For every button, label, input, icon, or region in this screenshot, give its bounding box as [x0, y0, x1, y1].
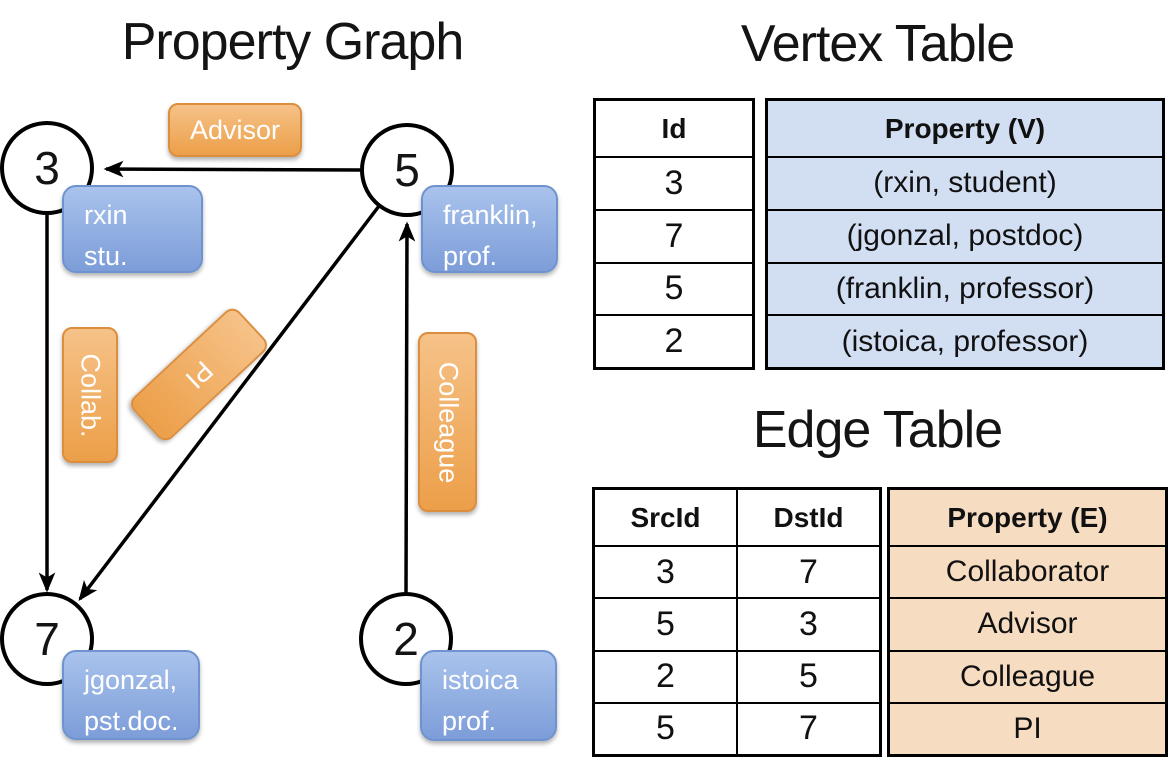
- table-cell: 5: [596, 261, 752, 315]
- table-cell: (franklin, professor): [768, 261, 1162, 315]
- table-cell: 2: [595, 649, 736, 702]
- vertex-property-box-7: jgonzal, pst.doc.: [62, 650, 200, 740]
- vertex-property-box-5: franklin, prof.: [421, 185, 558, 273]
- edge-table-id-columns: SrcId 3 5 2 5 DstId 7 3 5 7: [592, 487, 882, 757]
- edge-table-srcid-column: SrcId 3 5 2 5: [595, 490, 738, 754]
- edge-label-colleague-text: Colleague: [433, 361, 463, 483]
- vertex-table-title: Vertex Table: [740, 15, 1015, 73]
- table-cell: 7: [738, 545, 879, 597]
- edge-table-header-property: Property (E): [890, 490, 1165, 545]
- table-cell: (jgonzal, postdoc): [768, 208, 1162, 262]
- vertex-id-5: 5: [394, 144, 420, 196]
- table-cell: 2: [596, 314, 752, 367]
- table-cell: 5: [595, 597, 736, 649]
- table-cell: 3: [596, 156, 752, 209]
- table-cell: 5: [595, 701, 736, 754]
- table-cell: 3: [595, 545, 736, 597]
- edge-line-pi-5-to-7: [78, 204, 381, 601]
- table-cell: PI: [890, 701, 1165, 754]
- edge-label-pi-text: PI: [179, 355, 219, 395]
- table-cell: 7: [738, 701, 879, 754]
- table-cell: 3: [738, 597, 879, 649]
- vertex-property-2-line2: prof.: [442, 705, 497, 736]
- vertex-property-box-2: istoica prof.: [420, 650, 557, 741]
- vertex-property-5-line1: franklin,: [443, 200, 538, 230]
- table-cell: Advisor: [890, 597, 1165, 650]
- vertex-id-2: 2: [393, 613, 419, 665]
- vertex-table-id-column: Id 3 7 5 2: [593, 98, 755, 370]
- vertex-property-7-line2: pst.doc.: [84, 705, 179, 736]
- property-graph-title: Property Graph: [121, 13, 465, 71]
- edge-label-collab-text: Collab.: [75, 352, 106, 438]
- vertex-property-7-line1: jgonzal,: [84, 665, 178, 695]
- vertex-table-header-property: Property (V): [768, 101, 1162, 156]
- edge-table-title: Edge Table: [752, 401, 1003, 459]
- vertex-property-3-line2: stu.: [84, 240, 128, 271]
- vertex-table-header-id: Id: [661, 112, 687, 144]
- vertex-property-box-3: rxin stu.: [62, 185, 203, 273]
- vertex-id-3: 3: [34, 142, 60, 194]
- table-cell: (istoica, professor): [768, 314, 1162, 367]
- edge-label-collab: Collab.: [62, 327, 118, 463]
- table-cell: Colleague: [890, 649, 1165, 702]
- table-cell: 5: [738, 649, 879, 702]
- table-cell: Collaborator: [890, 545, 1165, 598]
- edge-line-advisor-5-to-3: [103, 160, 363, 178]
- vertex-property-3-line1: rxin: [84, 200, 128, 230]
- edge-table-header-dstid: DstId: [773, 501, 844, 533]
- table-cell: 7: [596, 208, 752, 262]
- vertex-property-2-line1: istoica: [442, 665, 519, 695]
- vertex-table-property-column: Property (V) (rxin, student) (jgonzal, p…: [765, 98, 1165, 370]
- vertex-id-7: 7: [34, 613, 60, 665]
- edge-label-advisor: Advisor: [168, 103, 302, 157]
- vertex-property-5-line2: prof.: [443, 240, 498, 271]
- table-cell: (rxin, student): [768, 156, 1162, 209]
- edge-table-header-srcid: SrcId: [630, 501, 701, 533]
- edge-label-colleague: Colleague: [418, 332, 477, 512]
- edge-line-colleague-2-to-5: [398, 221, 416, 595]
- edge-label-advisor-text: Advisor: [189, 114, 281, 145]
- edge-table-dstid-column: DstId 7 3 5 7: [738, 490, 879, 754]
- edge-table-property-column: Property (E) Collaborator Advisor Collea…: [887, 487, 1168, 757]
